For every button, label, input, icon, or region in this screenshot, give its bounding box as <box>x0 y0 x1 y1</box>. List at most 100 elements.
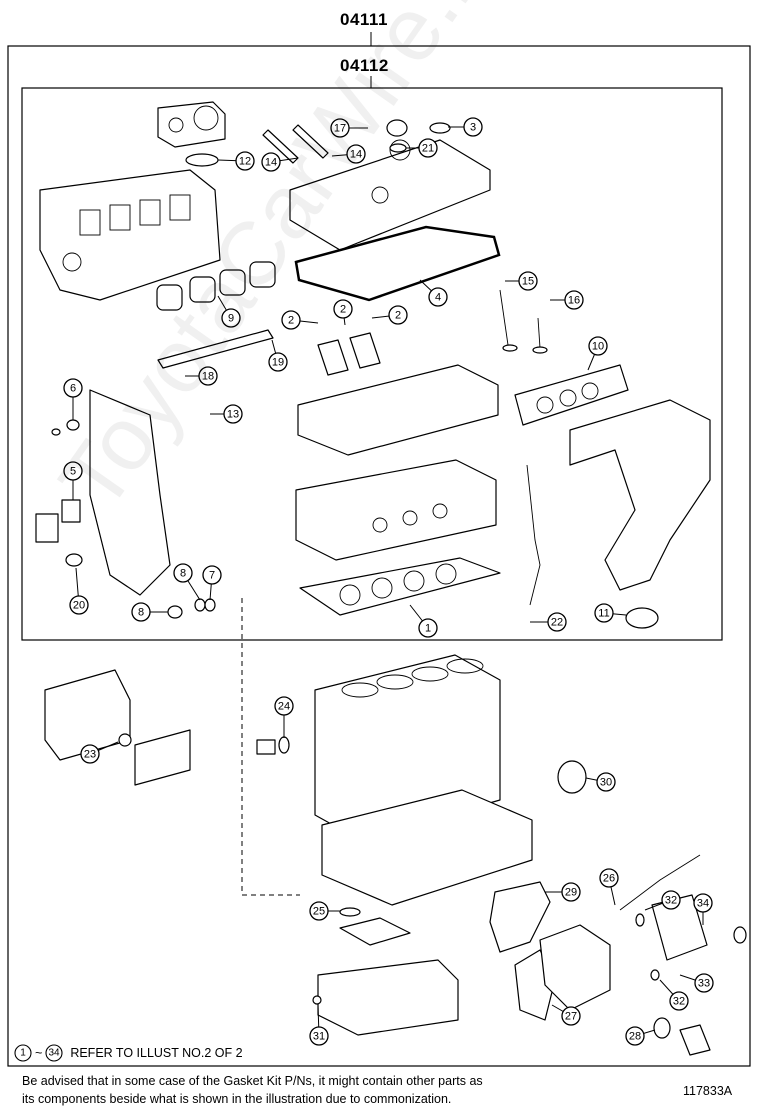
callout-number: 29 <box>565 887 577 899</box>
callout-number: 17 <box>334 123 346 135</box>
callout-number: 24 <box>278 701 290 713</box>
callout-34: 34 <box>693 893 713 913</box>
outer-kit-frame <box>7 45 751 1067</box>
bolt <box>51 428 61 436</box>
callout-33: 33 <box>694 973 714 993</box>
callout-9: 9 <box>221 308 241 328</box>
footer-note-line-2: its components beside what is shown in t… <box>22 1092 452 1106</box>
callout-number: 14 <box>265 157 277 169</box>
callout-number: 27 <box>565 1011 577 1023</box>
callout-number: 12 <box>239 156 251 168</box>
callout-number: 19 <box>272 357 284 369</box>
legend-end-marker: 34 <box>45 1044 63 1062</box>
dashed-relation-line <box>241 598 300 896</box>
callout-number: 25 <box>313 906 325 918</box>
callout-26: 26 <box>599 868 619 888</box>
exhaust-manifold <box>569 399 711 591</box>
callout-5: 5 <box>63 461 83 481</box>
kit-number-outer: 04111 <box>340 10 388 29</box>
oil-pan-lower <box>317 959 459 1036</box>
callout-24: 24 <box>274 696 294 716</box>
oil-filler-gasket <box>429 122 451 134</box>
intake-manifold-gasket <box>156 261 276 311</box>
callout-30: 30 <box>596 772 616 792</box>
callout-number: 14 <box>350 149 362 161</box>
callout-15: 15 <box>518 271 538 291</box>
callout-number: 32 <box>665 895 677 907</box>
callout-number: 8 <box>138 607 144 619</box>
callout-20: 20 <box>69 595 89 615</box>
spark-tube-gasket <box>389 143 407 153</box>
water-pump-gasket-29 <box>489 881 551 953</box>
strainer-gasket <box>339 907 361 917</box>
legend-text: REFER TO ILLUST NO.2 OF 2 <box>70 1046 243 1060</box>
legend-start-number: 1 <box>20 1048 26 1059</box>
crankshaft-front-seal <box>65 553 83 567</box>
callout-number: 2 <box>288 315 294 327</box>
water-bypass-pipe <box>619 854 701 911</box>
oil-strainer <box>339 917 411 946</box>
oil-seal-23 <box>118 733 132 747</box>
callout-number: 32 <box>673 996 685 1008</box>
o-ring-8 <box>194 598 206 612</box>
callout-27: 27 <box>561 1006 581 1026</box>
callout-number: 11 <box>598 608 609 620</box>
legend-tilde: ~ <box>35 1046 43 1060</box>
callout-number: 21 <box>422 143 434 155</box>
callout-number: 28 <box>629 1031 641 1043</box>
head-cover-gasket <box>294 225 501 302</box>
cover-plate <box>35 513 59 543</box>
callout-12: 12 <box>235 151 255 171</box>
callout-number: 33 <box>698 978 710 990</box>
callout-13: 13 <box>223 404 243 424</box>
legend: 1 ~ 34 REFER TO ILLUST NO.2 OF 2 <box>14 1044 243 1062</box>
callout-number: 20 <box>73 600 85 612</box>
callout-8: 8 <box>131 602 151 622</box>
o-ring-6 <box>66 419 80 431</box>
callout-number: 5 <box>70 466 76 478</box>
callout-19: 19 <box>268 352 288 372</box>
callout-number: 22 <box>551 617 563 629</box>
callout-28: 28 <box>625 1026 645 1046</box>
cylinder-head-cover <box>289 139 491 251</box>
water-inlet-gasket <box>653 1017 671 1039</box>
callout-2: 2 <box>281 310 301 330</box>
knock-sensor <box>256 739 276 755</box>
callout-number: 31 <box>313 1031 325 1043</box>
footer-note-line-1: Be advised that in some case of the Gask… <box>22 1074 483 1088</box>
callout-14: 14 <box>346 144 366 164</box>
callout-number: 13 <box>227 409 239 421</box>
callout-10: 10 <box>588 336 608 356</box>
intake-manifold <box>39 169 221 301</box>
callout-4: 4 <box>428 287 448 307</box>
callout-number: 23 <box>84 749 96 761</box>
callout-32: 32 <box>661 890 681 910</box>
callout-21: 21 <box>418 138 438 158</box>
callout-32: 32 <box>669 991 689 1011</box>
oil-pan-upper <box>321 789 533 906</box>
callout-14: 14 <box>261 152 281 172</box>
drain-plug-gasket <box>312 995 322 1005</box>
o-ring-7 <box>204 598 216 612</box>
callout-number: 16 <box>568 295 580 307</box>
o-ring-32b <box>650 969 660 981</box>
rear-oil-seal <box>557 760 587 794</box>
camshaft-bearing-caps <box>317 332 381 376</box>
fuel-rail <box>157 329 274 369</box>
callout-number: 3 <box>470 122 476 134</box>
callout-number: 2 <box>340 304 346 316</box>
callout-18: 18 <box>198 366 218 386</box>
callout-number: 9 <box>228 313 234 325</box>
callout-23: 23 <box>80 744 100 764</box>
callout-11: 11 <box>594 603 614 623</box>
exhaust-pipe-gasket <box>625 607 659 629</box>
callout-16: 16 <box>564 290 584 310</box>
callout-number: 7 <box>209 570 215 582</box>
kit-number-inner: 04112 <box>340 56 389 75</box>
exhaust-manifold-gasket <box>514 364 629 426</box>
callout-number: 15 <box>522 276 534 288</box>
valves <box>499 289 548 354</box>
oil-filler-cap <box>386 119 408 137</box>
